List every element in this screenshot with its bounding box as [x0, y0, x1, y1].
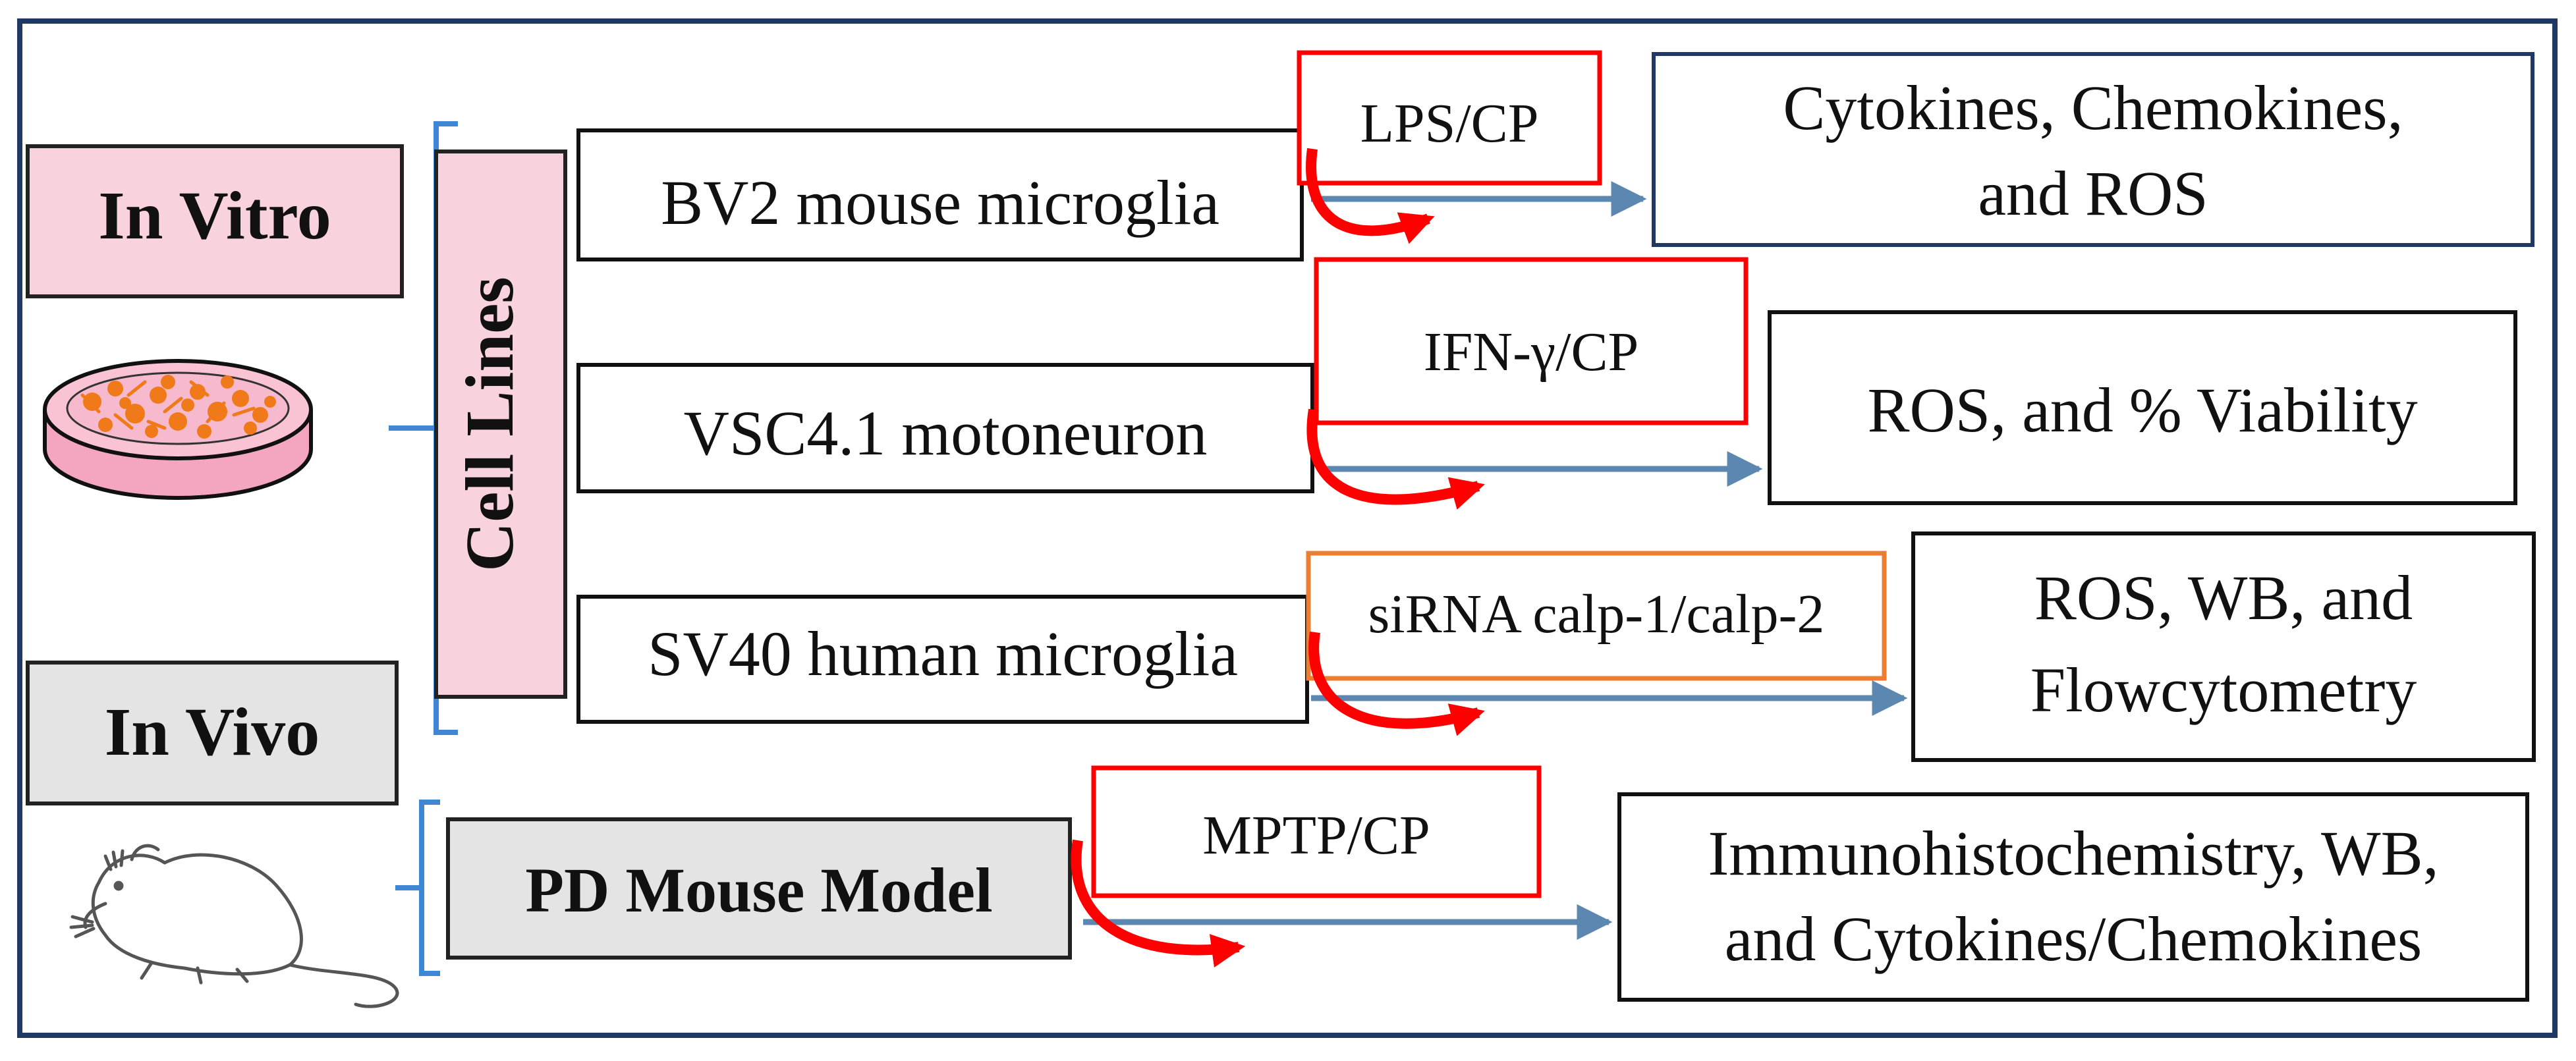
mouse-icon [69, 844, 399, 1008]
cell-line-bv2: BV2 mouse microglia [576, 128, 1304, 261]
readout-line: and Cytokines/Chemokines [1725, 904, 2422, 974]
cell-line-name: VSC4.1 motoneuron [684, 398, 1208, 468]
cell-line-name: BV2 mouse microglia [661, 167, 1219, 238]
treatment-label: LPS/CP [1360, 93, 1539, 154]
cell-lines-box: Cell Lines [434, 150, 567, 699]
readout-line: and ROS [1978, 158, 2208, 229]
treatment-label: MPTP/CP [1202, 805, 1430, 866]
readout-line: Flowcytometry [2030, 655, 2417, 725]
treatment-box-mptp: MPTP/CP [1091, 765, 1542, 898]
treatment-box-lps: LPS/CP [1297, 50, 1602, 186]
readout-box-sv40: ROS, WB, and Flowcytometry [1911, 531, 2536, 762]
in-vitro-label: In Vitro [98, 178, 331, 254]
treatment-box-ifn: IFN-γ/CP [1314, 257, 1749, 425]
readout-line: ROS, WB, and [2034, 562, 2413, 633]
treatment-curve-arrow-pd [1071, 839, 1246, 967]
treatment-curve-arrow-vsc41 [1306, 408, 1485, 510]
readout-box-vsc41: ROS, and % Viability [1768, 310, 2517, 505]
treatment-box-sirna: siRNA calp-1/calp-2 [1306, 551, 1887, 681]
cell-lines-label: Cell Lines [452, 277, 528, 572]
in-vivo-box: In Vivo [26, 661, 399, 805]
cell-line-sv40: SV40 human microglia [576, 595, 1309, 724]
treatment-curve-arrow-sv40 [1308, 631, 1485, 736]
cell-line-name: SV40 human microglia [648, 618, 1238, 689]
treatment-label: siRNA calp-1/calp-2 [1368, 584, 1825, 645]
cell-line-vsc41: VSC4.1 motoneuron [576, 363, 1314, 493]
pd-mouse-model-label: PD Mouse Model [525, 855, 992, 925]
readout-line: Cytokines, Chemokines, [1783, 72, 2403, 143]
petri-dish-icon [43, 359, 313, 500]
in-vivo-label: In Vivo [105, 694, 320, 770]
pd-mouse-model-box: PD Mouse Model [446, 817, 1072, 960]
treatment-curve-arrow-bv2 [1306, 148, 1435, 244]
readout-line: Immunohistochemistry, WB, [1708, 818, 2438, 888]
in-vivo-bracket [395, 800, 440, 976]
readout-box-bv2: Cytokines, Chemokines, and ROS [1652, 52, 2534, 247]
readout-line: ROS, and % Viability [1867, 375, 2417, 445]
readout-box-pd: Immunohistochemistry, WB, and Cytokines/… [1617, 792, 2529, 1002]
in-vitro-box: In Vitro [26, 144, 404, 298]
treatment-label: IFN-γ/CP [1424, 321, 1639, 383]
